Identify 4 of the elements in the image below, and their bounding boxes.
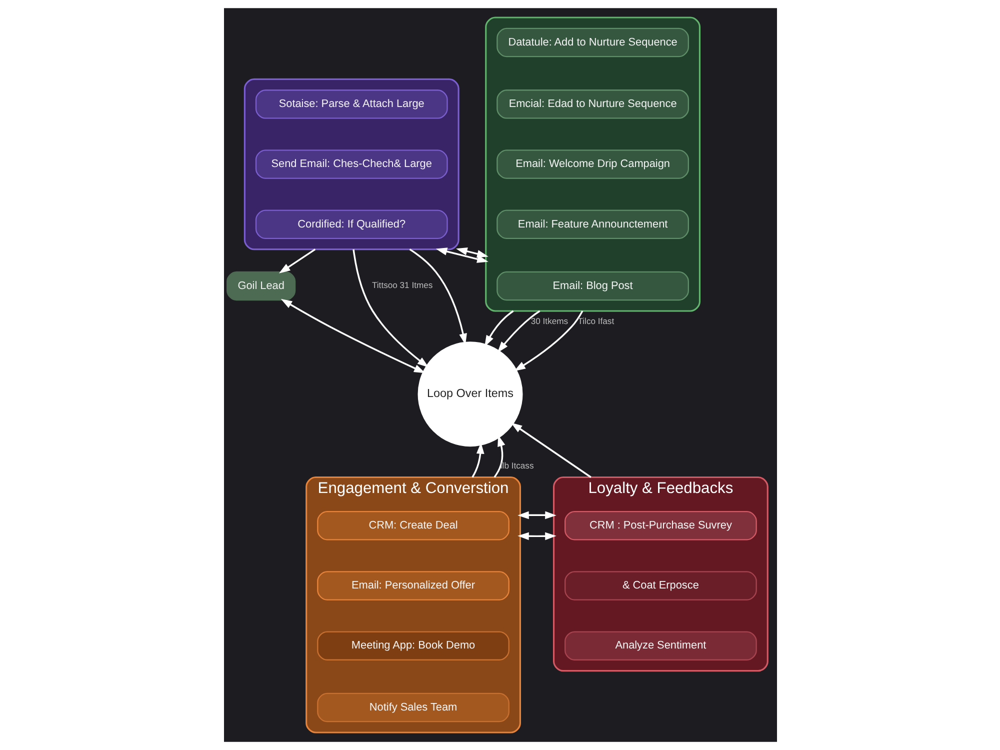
edge-label: Tittsoo 31 Itmes [371,280,432,290]
edge-label: llb Itcass [500,460,534,471]
edge-label: 30 Itkems [530,316,568,326]
edge-label: Tilco Ifast [577,316,614,326]
